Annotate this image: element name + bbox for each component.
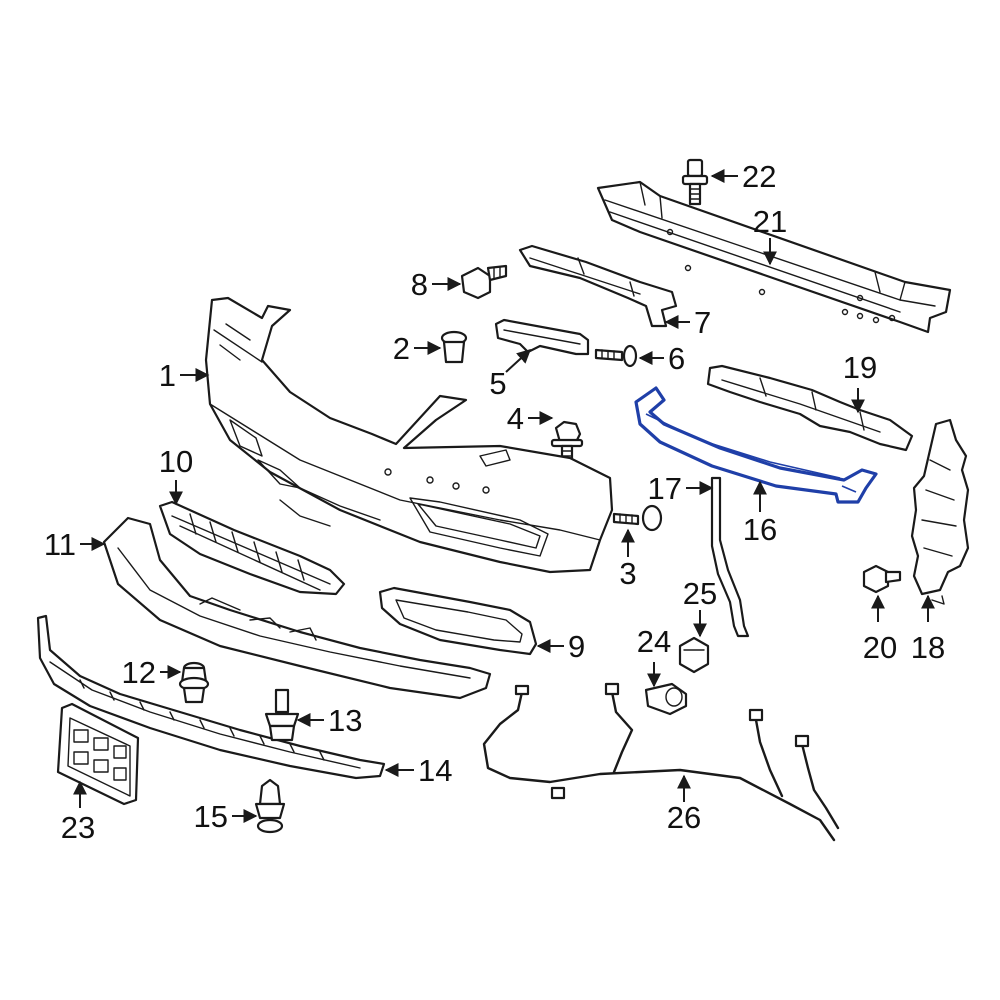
part-3-screw[interactable]: [612, 504, 663, 532]
callout-20: 20: [863, 630, 897, 665]
callout-11: 11: [44, 527, 76, 562]
callout-2: 2: [393, 331, 410, 366]
part-12-clip[interactable]: [178, 661, 210, 704]
callout-labels: 1 2 3 4 5 6 7 8 9 10 11 12 13 14 15 16 1…: [44, 159, 945, 845]
part-9-fog-bezel[interactable]: [378, 586, 538, 656]
callout-8: 8: [411, 267, 428, 302]
callout-1: 1: [159, 358, 176, 393]
part-2-clip[interactable]: [440, 330, 468, 364]
callout-15: 15: [194, 799, 228, 834]
part-1-bumper-cover[interactable]: [204, 296, 614, 574]
part-13-clip[interactable]: [264, 688, 300, 742]
part-22-bolt[interactable]: [681, 158, 709, 206]
part-23-license-bracket[interactable]: [56, 702, 140, 806]
part-26-wire-harness[interactable]: [482, 682, 840, 842]
callout-9: 9: [568, 629, 585, 664]
part-17-strip[interactable]: [710, 476, 750, 638]
leader-lines: [73, 169, 935, 823]
callout-5: 5: [489, 366, 506, 401]
callout-16: 16: [743, 512, 777, 547]
callout-25: 25: [683, 576, 717, 611]
callout-18: 18: [911, 630, 945, 665]
callout-17: 17: [648, 471, 682, 506]
part-24-sensor-bracket[interactable]: [644, 682, 688, 716]
part-5-bracket[interactable]: [494, 318, 590, 356]
callout-10: 10: [159, 444, 193, 479]
part-10-grille[interactable]: [158, 500, 346, 596]
part-20-bolt[interactable]: [862, 564, 902, 594]
callout-19: 19: [843, 350, 877, 385]
part-19-bracket[interactable]: [706, 364, 914, 452]
part-6-screw[interactable]: [594, 344, 638, 368]
callout-23: 23: [61, 810, 95, 845]
part-16-absorber-highlighted[interactable]: [634, 386, 878, 504]
part-11-lower-valance[interactable]: [102, 516, 492, 700]
callout-22: 22: [742, 159, 776, 194]
callout-24: 24: [637, 624, 671, 659]
part-18-side-bracket[interactable]: [910, 418, 970, 605]
callout-3: 3: [619, 556, 636, 591]
callout-12: 12: [122, 655, 156, 690]
callout-14: 14: [418, 753, 452, 788]
callout-6: 6: [668, 341, 685, 376]
part-8-bolt[interactable]: [460, 264, 508, 300]
callout-13: 13: [328, 703, 362, 738]
part-14-lower-strip[interactable]: [36, 614, 386, 780]
callout-21: 21: [753, 204, 787, 239]
callout-4: 4: [507, 401, 524, 436]
callout-7: 7: [694, 305, 711, 340]
part-7-bracket[interactable]: [518, 244, 678, 328]
callout-26: 26: [667, 800, 701, 835]
part-25-sensor[interactable]: [678, 636, 710, 674]
part-15-clip[interactable]: [254, 778, 286, 834]
